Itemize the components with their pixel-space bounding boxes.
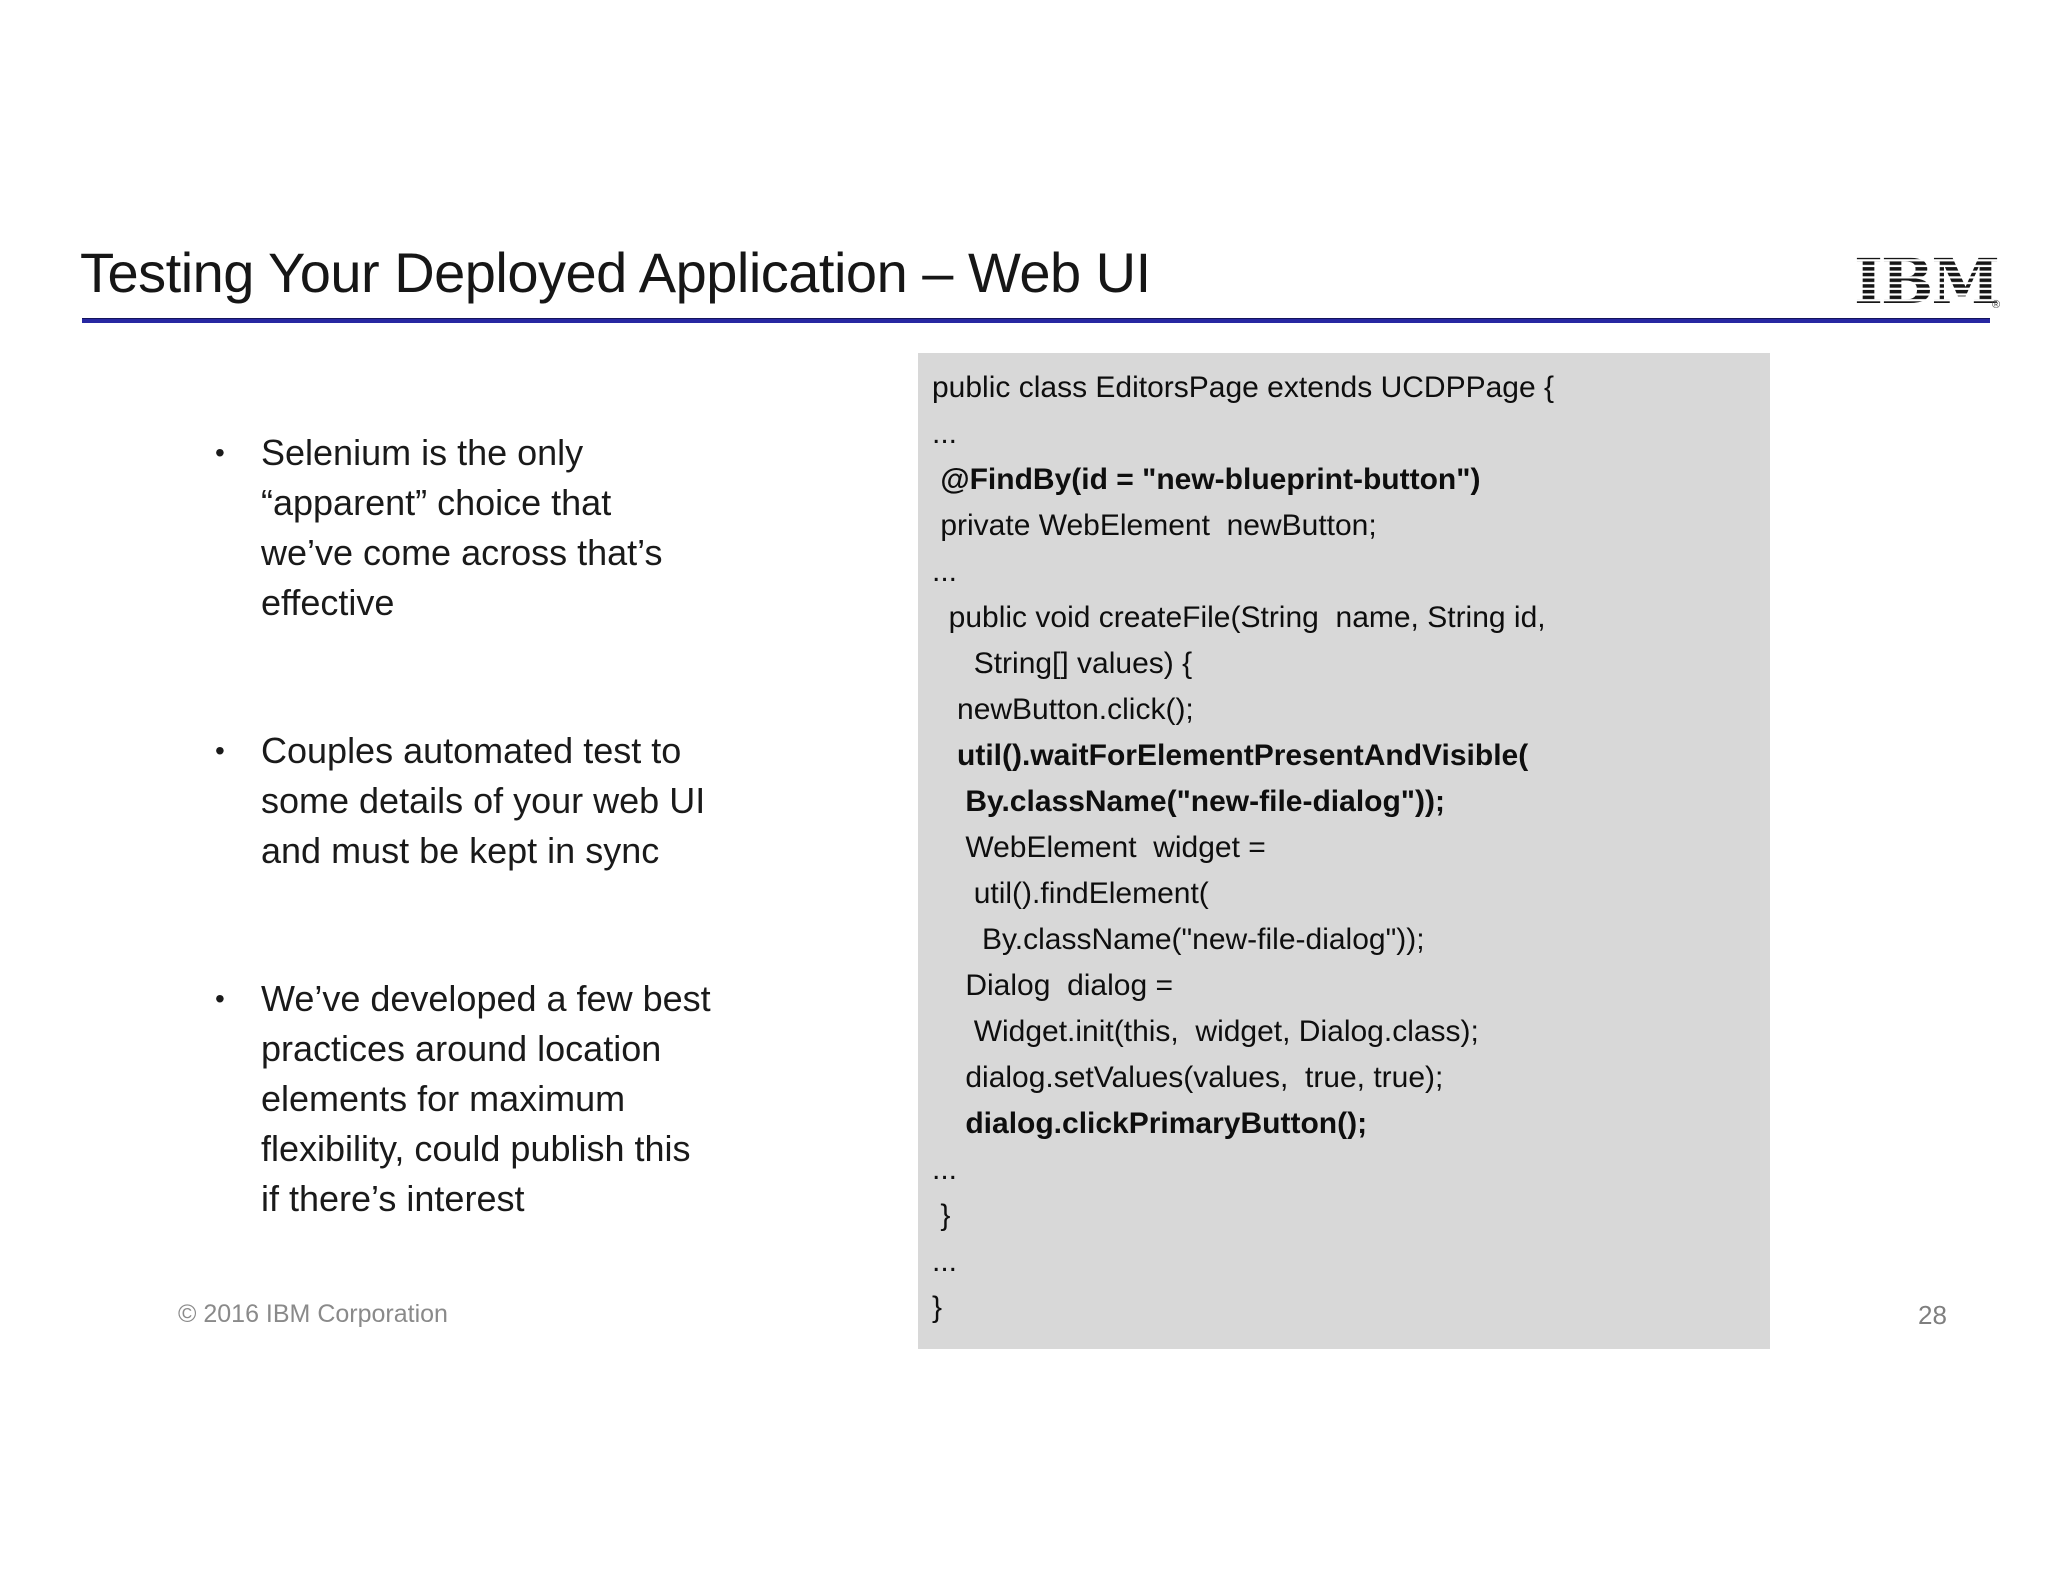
ibm-logo-text: IBM: [1854, 250, 1998, 316]
bullet-text: Couples automated test to some details o…: [261, 730, 706, 871]
bullet-icon: •: [215, 735, 225, 766]
copyright-text: © 2016 IBM Corporation: [178, 1300, 448, 1328]
bullet-icon: •: [215, 983, 225, 1014]
code-line: WebElement widget =: [932, 831, 1266, 864]
code-line: util().findElement(: [932, 877, 1209, 910]
code-line: By.className("new-file-dialog"));: [932, 923, 1425, 956]
code-line: String[] values) {: [932, 647, 1193, 680]
registered-mark: ®: [1992, 299, 2000, 311]
code-line: ...: [932, 417, 958, 450]
ibm-logo-icon: IBM ®: [1854, 245, 2004, 318]
bullet-list: • Selenium is the only “apparent” choice…: [215, 428, 935, 1322]
bullet-item: • Selenium is the only “apparent” choice…: [215, 428, 935, 628]
code-line: Dialog dialog =: [932, 969, 1173, 1002]
bullet-text: We’ve developed a few best practices aro…: [261, 978, 711, 1219]
code-line: util().waitForElementPresentAndVisible(: [932, 739, 1529, 772]
page-number: 28: [1918, 1300, 1947, 1330]
bullet-item: • Couples automated test to some details…: [215, 726, 935, 876]
code-line: private WebElement newButton;: [932, 509, 1377, 542]
code-line: ...: [932, 555, 958, 588]
code-line: public void createFile(String name, Stri…: [932, 601, 1546, 634]
code-panel: public class EditorsPage extends UCDPPag…: [918, 353, 1770, 1349]
code-line: ...: [932, 1245, 958, 1278]
bullet-text: Selenium is the only “apparent” choice t…: [261, 432, 663, 623]
code-line: @FindBy(id = "new-blueprint-button"): [932, 463, 1481, 496]
code-line: }: [932, 1291, 943, 1324]
code-line: public class EditorsPage extends UCDPPag…: [932, 371, 1555, 404]
code-line: dialog.clickPrimaryButton();: [932, 1107, 1368, 1140]
code-line: Widget.init(this, widget, Dialog.class);: [932, 1015, 1479, 1048]
page-title: Testing Your Deployed Application – Web …: [80, 241, 1151, 304]
code-line: ...: [932, 1153, 958, 1186]
code-line: By.className("new-file-dialog"));: [932, 785, 1445, 818]
title-underline: [82, 318, 1990, 323]
bullet-item: • We’ve developed a few best practices a…: [215, 974, 935, 1224]
bullet-icon: •: [215, 437, 225, 468]
code-line: dialog.setValues(values, true, true);: [932, 1061, 1444, 1094]
code-line: }: [932, 1199, 951, 1232]
code-line: newButton.click();: [932, 693, 1194, 726]
